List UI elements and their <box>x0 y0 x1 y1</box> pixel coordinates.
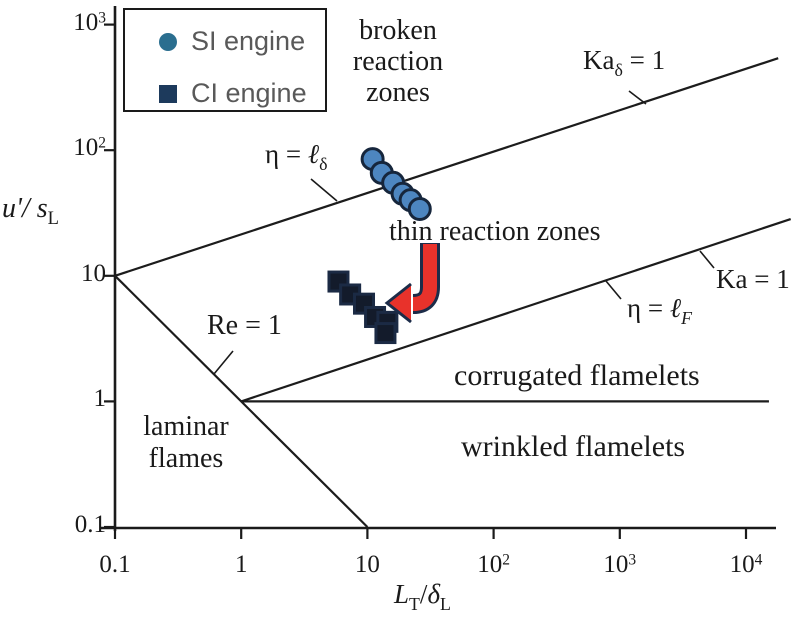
region-label-laminar-flames: laminar flames <box>143 411 229 474</box>
y-tick-label: 102 <box>73 134 106 162</box>
legend-label-ci: CI engine <box>191 78 307 108</box>
x-tick-label: 102 <box>477 551 510 578</box>
x-axis-label: LT/δL <box>394 579 451 614</box>
line-label-ka-1: Ka = 1 <box>716 264 790 294</box>
axes <box>100 6 776 539</box>
si-engine-marker-icon <box>159 32 177 51</box>
line-label-ka-delta-1: Kaδ = 1 <box>583 45 666 80</box>
regime-boundary-lines <box>114 57 792 528</box>
y-tick-label: 1 <box>93 385 107 413</box>
arrow-shaft <box>412 244 437 311</box>
x-tick-label: 104 <box>729 551 763 578</box>
region-label-broken-reaction-zones: broken reaction zones <box>352 15 444 108</box>
x-tick-label: 103 <box>603 551 637 578</box>
arrow-head-edge <box>384 282 412 324</box>
eta-delta-leader-line <box>310 178 338 202</box>
ci-engine-marker-icon <box>159 84 177 103</box>
legend-item-si-engine: SI engine <box>159 28 305 55</box>
x-tick-label: 0.1 <box>99 551 131 578</box>
label-leader-lines <box>213 90 715 375</box>
x-tick-label: 1 <box>234 551 248 578</box>
arrow-head <box>387 284 411 322</box>
legend: SI engine CI engine <box>123 8 327 112</box>
region-label-thin-reaction-zones: thin reaction zones <box>389 216 601 247</box>
region-label-corrugated-flamelets: corrugated flamelets <box>454 359 700 392</box>
line-label-eta-equals-ldelta: η = ℓδ <box>265 139 328 174</box>
data-markers <box>327 147 432 345</box>
arrow-annotation <box>384 243 440 324</box>
y-tick-label: 10 <box>81 259 106 287</box>
eta-f-leader-line <box>605 280 622 300</box>
line-label-re-1: Re = 1 <box>207 310 282 341</box>
x-tick-label: 10 <box>354 551 380 578</box>
ka-leader-line <box>699 250 715 269</box>
legend-item-ci-engine: CI engine <box>159 80 307 107</box>
y-axis-label: u'/ sL <box>2 193 59 229</box>
re-leader-line <box>213 350 234 375</box>
line-label-eta-equals-lf: η = ℓF <box>627 293 692 328</box>
y-tick-label: 0.1 <box>74 511 106 538</box>
y-tick-label: 103 <box>73 8 106 36</box>
region-label-wrinkled-flamelets: wrinkled flamelets <box>461 430 686 463</box>
legend-label-si: SI engine <box>191 26 306 56</box>
ka-delta-leader-line <box>628 90 647 105</box>
